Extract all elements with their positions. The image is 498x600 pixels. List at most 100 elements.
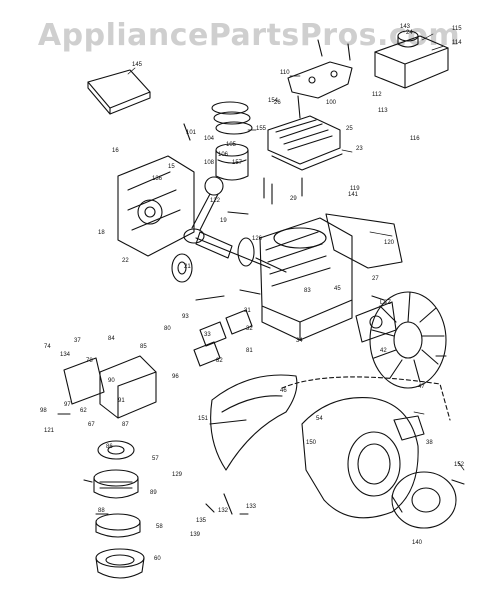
callout-57: 57	[152, 456, 159, 462]
part-141-recoil-starter	[391, 471, 457, 529]
callout-96: 96	[172, 374, 179, 380]
part-engine-block	[259, 217, 353, 341]
callout-24: 24	[406, 30, 413, 36]
callout-19: 19	[220, 218, 227, 224]
callout-34: 34	[296, 338, 303, 344]
part-crankshaft	[195, 231, 287, 273]
parts-drawing	[57, 30, 465, 579]
part-crankcase-cover	[117, 155, 195, 257]
part-91-filter-element	[93, 469, 139, 499]
callout-151: 151	[198, 416, 209, 422]
callout-82: 82	[216, 358, 223, 364]
callout-88: 88	[98, 508, 105, 514]
callout-23: 23	[356, 146, 363, 152]
part-air-cleaner-body	[63, 357, 105, 405]
callout-143: 143	[400, 24, 411, 30]
callout-106: 106	[218, 152, 229, 158]
callout-104: 104	[204, 136, 215, 142]
callout-135: 135	[196, 518, 207, 524]
callout-16: 16	[112, 148, 119, 154]
callout-116: 116	[410, 136, 420, 142]
callout-21: 21	[184, 264, 191, 270]
part-15-piston-rings	[211, 101, 253, 135]
part-121-shroud	[325, 213, 403, 269]
callout-54: 54	[316, 416, 323, 422]
part-cylinder-head	[267, 115, 343, 171]
callout-98: 98	[40, 408, 47, 414]
callout-45: 45	[334, 286, 341, 292]
callout-145: 145	[132, 62, 143, 68]
part-carburetor	[99, 355, 157, 419]
part-115-muffler	[374, 30, 449, 89]
callout-150: 150	[306, 440, 317, 446]
callout-97: 97	[64, 402, 71, 408]
callout-37: 37	[74, 338, 81, 344]
callout-90: 90	[108, 378, 115, 384]
callout-101: 101	[186, 130, 197, 136]
callout-120: 120	[384, 240, 395, 246]
callout-139: 139	[190, 532, 201, 538]
leader-lines	[127, 33, 465, 471]
callout-136: 136	[152, 176, 163, 182]
callout-58: 58	[156, 524, 163, 530]
callout-110: 110	[280, 70, 290, 76]
callout-29: 29	[290, 196, 297, 202]
callout-155: 155	[256, 126, 267, 132]
callout-78: 78	[86, 358, 93, 364]
callout-47: 47	[418, 384, 425, 390]
callout-80: 80	[164, 326, 171, 332]
callout-86: 86	[106, 444, 113, 450]
callout-93: 93	[182, 314, 189, 320]
callout-46: 46	[280, 388, 287, 394]
callout-84: 84	[108, 336, 115, 342]
part-fasteners	[57, 39, 465, 515]
callout-32: 32	[246, 326, 253, 332]
callout-108: 108	[204, 160, 215, 166]
callout-42: 42	[380, 348, 387, 354]
part-connecting-rod	[183, 176, 224, 244]
callout-74: 74	[44, 344, 51, 350]
dashed-boundary	[281, 376, 451, 421]
callout-113: 113	[378, 108, 388, 114]
callout-81: 81	[246, 348, 253, 354]
callout-100: 100	[326, 100, 337, 106]
callout-38: 38	[426, 440, 433, 446]
callout-129: 129	[172, 472, 183, 478]
callout-119: 119	[350, 186, 360, 192]
part-157-deflector	[210, 374, 298, 471]
callout-83: 83	[304, 288, 311, 294]
callout-157: 157	[232, 160, 243, 166]
callout-122: 122	[210, 198, 221, 204]
callout-67: 67	[88, 422, 95, 428]
callout-62: 62	[80, 408, 87, 414]
callout-115: 115	[452, 26, 462, 32]
part-21-gear	[171, 253, 193, 283]
part-float	[97, 440, 135, 460]
callout-26: 26	[274, 100, 281, 106]
part-77-gasket	[393, 415, 425, 441]
callout-112: 112	[372, 92, 382, 98]
callout-33: 33	[204, 332, 211, 338]
callout-152: 152	[454, 462, 465, 468]
callout-140: 140	[412, 540, 423, 546]
callout-87: 87	[122, 422, 129, 428]
callout-60: 60	[154, 556, 161, 562]
part-valve-plates	[193, 309, 253, 367]
callout-105: 105	[226, 142, 237, 148]
callout-31: 31	[244, 308, 251, 314]
callout-121: 121	[44, 428, 55, 434]
callout-27: 27	[372, 276, 379, 282]
callout-114: 114	[452, 40, 462, 46]
part-flywheel	[369, 291, 447, 389]
callout-25: 25	[346, 126, 353, 132]
callout-132: 132	[218, 508, 229, 514]
callout-L&Z: L&Z	[380, 300, 391, 306]
part-76-blower-housing	[301, 396, 419, 519]
part-piston	[215, 143, 249, 181]
part-110-bracket	[287, 61, 353, 99]
part-92-filter-cup	[95, 513, 141, 538]
callout-133: 133	[246, 504, 257, 510]
callout-154: 154	[268, 98, 279, 104]
